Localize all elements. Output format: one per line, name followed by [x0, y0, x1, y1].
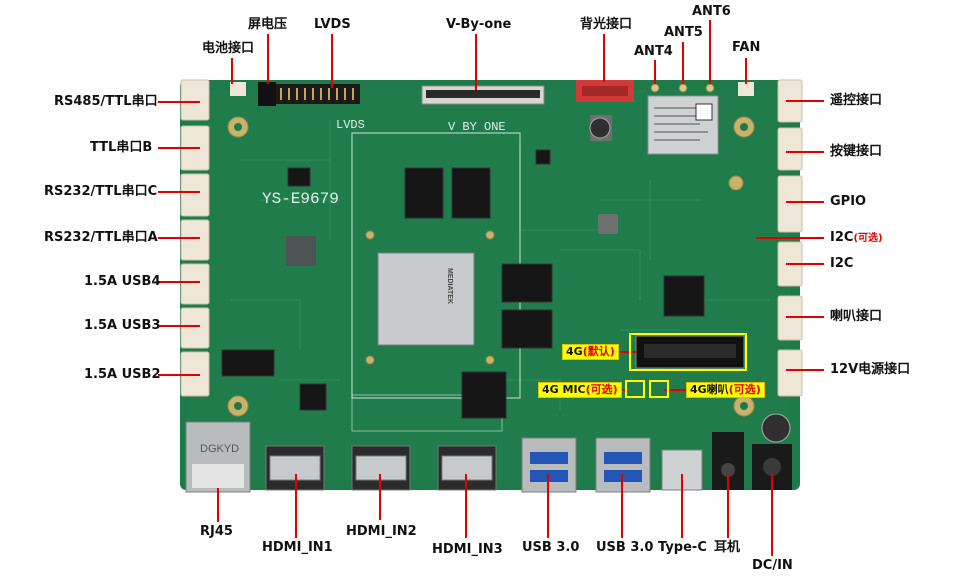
- left-connectors: [180, 79, 210, 397]
- screen-voltage-header: [258, 82, 276, 106]
- ram-chip: [451, 167, 491, 219]
- tag-4g-speaker-text: 4G喇叭: [690, 383, 729, 396]
- ant5-connector: [678, 83, 688, 93]
- usb3-connector: [180, 307, 210, 349]
- gpio-connector: [777, 175, 803, 233]
- tag-4g-mic-note: (可选): [585, 383, 618, 396]
- label-ant4: ANT4: [634, 44, 673, 59]
- ic-chip: [299, 383, 327, 411]
- label-backlight: 背光接口: [580, 17, 633, 32]
- tag-4g-mic-text: 4G MIC: [542, 383, 586, 396]
- ic-chip: [221, 349, 275, 377]
- usb4-connector: [180, 263, 210, 305]
- silk-lvds: LVDS: [336, 118, 365, 132]
- label-gpio: GPIO: [830, 194, 867, 209]
- label-ttl-b: TTL串口B: [90, 140, 153, 155]
- ic-chip: [535, 149, 551, 165]
- label-rs485: RS485/TTL串口: [54, 94, 158, 109]
- label-rs232-a: RS232/TTL串口A: [44, 230, 158, 245]
- leader-lines: [158, 20, 824, 556]
- label-power12v: 12V电源接口: [830, 362, 911, 377]
- label-ant6: ANT6: [692, 4, 731, 19]
- ant4-connector: [650, 83, 660, 93]
- silk-vbyone: V BY ONE: [448, 120, 506, 134]
- label-earphone: 耳机: [714, 540, 741, 555]
- tag-4g-note: (默认): [582, 345, 615, 358]
- rs232-a-connector: [180, 219, 210, 261]
- label-hdmi3: HDMI_IN3: [432, 542, 503, 557]
- label-battery: 电池接口: [202, 41, 255, 56]
- label-usb30-b: USB 3.0: [596, 540, 654, 555]
- label-speaker: 喇叭接口: [830, 309, 883, 324]
- label-keys: 按键接口: [830, 144, 883, 159]
- label-usb4: 1.5A USB4: [84, 274, 161, 289]
- label-typec: Type-C: [658, 540, 707, 555]
- rs232-c-connector: [180, 173, 210, 217]
- ic-chip: [287, 167, 311, 187]
- fan-connector: [738, 82, 754, 96]
- label-i2c: I2C: [830, 256, 854, 271]
- label-screen-voltage: 屏电压: [248, 17, 288, 32]
- label-usb30-a: USB 3.0: [522, 540, 580, 555]
- ram-chip: [501, 263, 553, 303]
- rs485-connector: [180, 79, 210, 121]
- tag-4g: 4G(默认): [562, 344, 619, 360]
- label-rj45: RJ45: [200, 524, 233, 539]
- label-ant5: ANT5: [664, 25, 703, 40]
- label-hdmi2: HDMI_IN2: [346, 524, 417, 539]
- ram-chip: [501, 309, 553, 349]
- label-usb2: 1.5A USB2: [84, 367, 161, 382]
- label-remote: 遥控接口: [830, 93, 883, 108]
- emmc-chip: [461, 371, 507, 419]
- label-hdmi1: HDMI_IN1: [262, 540, 333, 555]
- tag-4g-text: 4G: [566, 345, 583, 358]
- soc-chip: [377, 252, 475, 346]
- tag-4g-speaker: 4G喇叭(可选): [686, 382, 765, 398]
- label-vbyone: V-By-one: [446, 17, 512, 32]
- label-lvds: LVDS: [314, 17, 351, 32]
- label-i2c-optional-text: I2C: [830, 230, 854, 245]
- label-dcin: DC/IN: [752, 558, 793, 573]
- label-fan: FAN: [732, 40, 761, 55]
- power12v-connector: [777, 349, 803, 397]
- ram-chip: [404, 167, 444, 219]
- tag-4g-speaker-note: (可选): [728, 383, 761, 396]
- mcu-chip: [663, 275, 705, 317]
- label-rs232-c: RS232/TTL串口C: [44, 184, 158, 199]
- keys-connector: [777, 127, 803, 171]
- silk-model: YS-E9679: [262, 190, 339, 208]
- tag-4g-mic: 4G MIC(可选): [538, 382, 622, 398]
- rj45-brand: DGKYD: [200, 443, 239, 455]
- ant6-connector: [705, 83, 715, 93]
- soc-brand: MEDIATEK: [446, 268, 453, 304]
- label-i2c-optional: I2C(可选): [830, 230, 883, 247]
- battery-connector: [230, 82, 246, 96]
- label-i2c-optional-note: (可选): [853, 233, 883, 244]
- label-usb3: 1.5A USB3: [84, 318, 161, 333]
